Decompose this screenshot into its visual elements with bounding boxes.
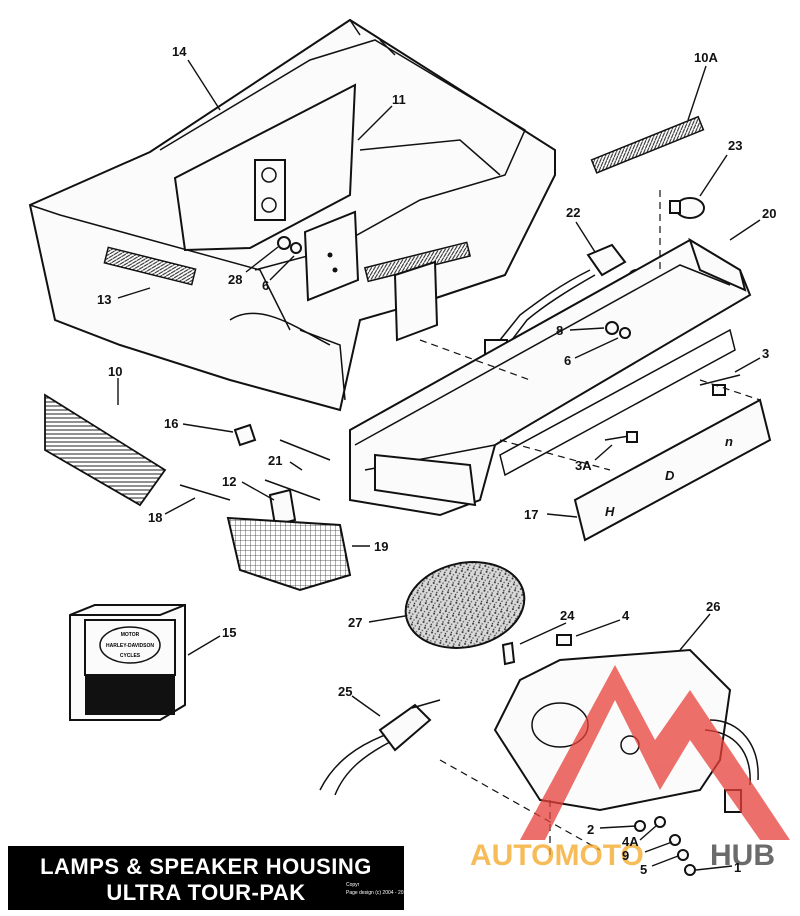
callout-10: 10	[108, 364, 122, 379]
lens-10	[44, 393, 167, 507]
nut-8	[605, 321, 619, 335]
callout-1: 1	[734, 860, 741, 875]
copyright-line2: Page design (c) 2004 - 2017 by	[346, 890, 416, 896]
callout-21: 21	[268, 453, 282, 468]
callout-9: 9	[622, 848, 629, 863]
callout-3a: 3A	[575, 458, 592, 473]
inner-panel	[173, 83, 360, 302]
callout-16: 16	[164, 416, 178, 431]
callout-14: 14	[172, 44, 187, 59]
callout-4a: 4A	[622, 834, 639, 849]
callout-17: 17	[524, 507, 538, 522]
watermark: AUTOMOTO HUB	[470, 665, 790, 872]
bulb	[669, 197, 705, 219]
callout-22: 22	[566, 205, 580, 220]
side-reflector	[103, 246, 197, 286]
callout-28: 28	[228, 272, 242, 287]
callout-23: 23	[728, 138, 742, 153]
title-box: LAMPS & SPEAKER HOUSING ULTRA TOUR-PAK C…	[8, 846, 416, 910]
callout-13: 13	[97, 292, 111, 307]
callout-11: 11	[392, 92, 406, 107]
watermark-text-left: AUTOMOTO	[470, 839, 644, 872]
callout-6b: 6	[564, 353, 571, 368]
nut-2	[634, 820, 646, 832]
callout-5: 5	[640, 862, 647, 877]
callout-20: 20	[762, 206, 776, 221]
washer-6a	[290, 242, 302, 254]
callout-25: 25	[338, 684, 352, 699]
callout-2: 2	[587, 822, 594, 837]
plate-letter-n: n	[725, 434, 733, 449]
light-strip-10a	[590, 115, 705, 174]
screw-24	[501, 641, 516, 666]
callout-27: 27	[348, 615, 362, 630]
title-line1: LAMPS & SPEAKER HOUSING	[40, 854, 372, 879]
callout-8: 8	[556, 323, 563, 338]
strip-21b	[264, 479, 321, 501]
callout-24: 24	[560, 608, 575, 623]
watermark-logo	[520, 665, 790, 840]
speaker-housing	[493, 648, 759, 813]
lamp-housing	[349, 237, 752, 517]
callout-18: 18	[148, 510, 162, 525]
badge-line2: HARLEY-DAVIDSON	[106, 643, 154, 649]
callout-labels: 14 11 10A 23 22 20 28 6 13 8 6 3 10 16 2…	[97, 44, 776, 877]
washer-6b	[619, 327, 631, 339]
plate-letter-h: H	[605, 504, 615, 519]
badge-15: MOTOR HARLEY-DAVIDSON CYCLES	[69, 604, 186, 721]
copyright-line1: Copyr	[346, 882, 360, 888]
screw-3a	[604, 431, 638, 443]
nut-28	[277, 236, 291, 250]
plate-12	[268, 488, 297, 527]
leader-lines	[117, 59, 761, 871]
badge-line3: CYCLES	[120, 653, 141, 659]
screw-1	[684, 864, 696, 876]
washer-4a	[654, 816, 666, 828]
speaker-grille	[404, 561, 526, 649]
callout-4: 4	[622, 608, 630, 623]
watermark-text-right: HUB	[710, 839, 775, 872]
strip-21a	[279, 439, 331, 461]
screw-3	[699, 374, 741, 396]
callout-3: 3	[762, 346, 769, 361]
washer-5	[677, 849, 689, 861]
plate-17: H D n	[573, 398, 772, 542]
lamp-19	[226, 516, 352, 592]
strip-18	[179, 484, 231, 501]
callout-6a: 6	[262, 278, 269, 293]
callout-12: 12	[222, 474, 236, 489]
plate-letter-d: D	[665, 468, 675, 483]
callout-19: 19	[374, 539, 388, 554]
clip-16	[233, 423, 257, 447]
switch-25	[319, 699, 441, 796]
screw-4	[556, 634, 572, 646]
callout-10a: 10A	[694, 50, 718, 65]
callout-15: 15	[222, 625, 236, 640]
callout-26: 26	[706, 599, 720, 614]
badge-line1: MOTOR	[121, 632, 140, 638]
title-line2: ULTRA TOUR-PAK	[106, 880, 306, 905]
nut-9	[669, 834, 681, 846]
